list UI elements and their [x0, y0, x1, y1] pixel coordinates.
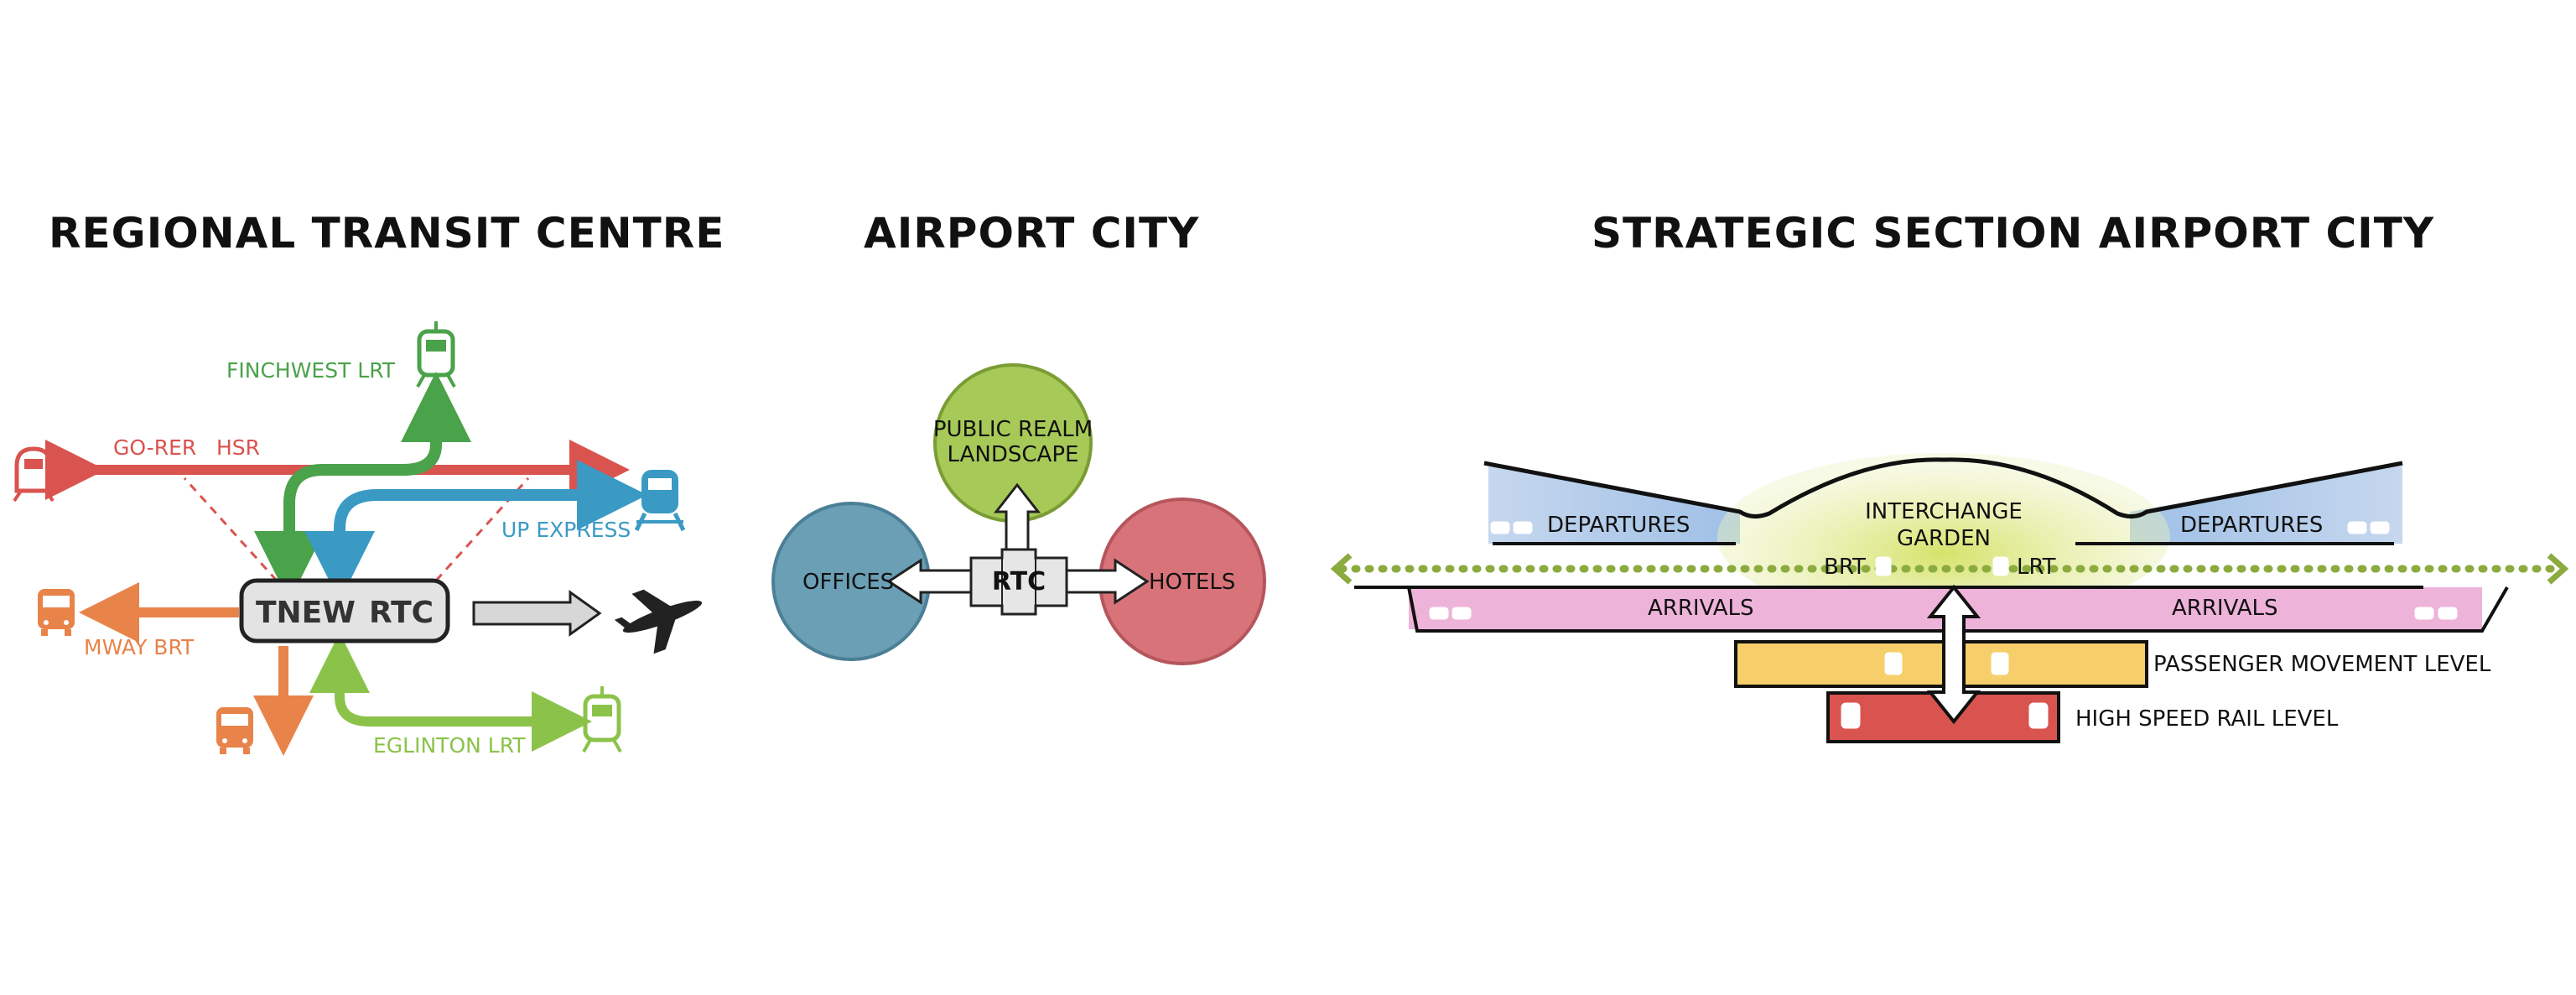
hsr-level-label: HIGH SPEED RAIL LEVEL: [2075, 706, 2339, 732]
panel-regional-transit-centre: REGIONAL TRANSIT CENTRE TNEW RTC: [13, 209, 724, 758]
passenger-level-label: PASSENGER MOVEMENT LEVEL: [2153, 652, 2491, 677]
arrow-to-hotels: [1065, 558, 1150, 605]
dashed-connector: [183, 477, 278, 582]
rtc-center-label: RTC: [992, 567, 1046, 596]
public-realm-label-1: PUBLIC REALM: [933, 417, 1093, 442]
eglinton-connector: [335, 663, 558, 727]
roof-line: [1483, 457, 2403, 518]
finchwest-connector: [283, 396, 442, 579]
dotted-arrow-left: [1330, 553, 1353, 585]
tnew-rtc-box: [239, 578, 450, 643]
train-icon: [582, 686, 622, 753]
mway-brt-label: MWAY BRT: [84, 635, 195, 659]
interchange-label-2: GARDEN: [1897, 526, 1991, 551]
up-express-connector: [334, 489, 616, 566]
rtc-title: REGIONAL TRANSIT CENTRE: [49, 209, 724, 258]
departures-right-label: DEPARTURES: [2180, 513, 2323, 538]
brt-label: BRT: [1824, 555, 1866, 580]
train-icon: [416, 321, 456, 388]
up-express-label: UP EXPRESS: [501, 518, 631, 542]
tnew-label: TNEW: [256, 596, 356, 630]
bus-icon: [38, 589, 75, 636]
finchwest-label: FINCHWEST LRT: [226, 358, 396, 383]
public-realm-label-2: LANDSCAPE: [948, 442, 1079, 467]
interchange-garden-zone: [1717, 453, 2170, 621]
go-rer-label: GO-RER: [113, 435, 196, 460]
plane-icon: [614, 589, 703, 654]
passenger-level-box: [1734, 640, 2148, 688]
departures-left-zone: [1488, 466, 1740, 544]
hotels-label: HOTELS: [1149, 570, 1235, 595]
dotted-arrow-right: [2547, 553, 2569, 585]
dashed-connector: [434, 477, 530, 582]
departures-left-label: DEPARTURES: [1547, 513, 1690, 538]
section-title: STRATEGIC SECTION AIRPORT CITY: [1592, 209, 2434, 258]
airport-city-title: AIRPORT CITY: [864, 209, 1199, 258]
lrt-label: LRT: [2017, 555, 2056, 580]
vertical-circulation-arrow: [1926, 584, 1981, 725]
arrivals-left-label: ARRIVALS: [1648, 596, 1753, 621]
eglinton-label: EGLINTON LRT: [373, 733, 526, 758]
interchange-label-1: INTERCHANGE: [1865, 499, 2023, 524]
rtc-label: RTC: [369, 596, 434, 630]
hsr-label: HSR: [216, 435, 260, 460]
arrivals-right-label: ARRIVALS: [2172, 596, 2277, 621]
train-icon: [13, 446, 55, 503]
panel-airport-city: AIRPORT CITY RTC PUBLIC REALM LANDSCAPE …: [771, 209, 1266, 665]
panel-strategic-section: STRATEGIC SECTION AIRPORT CITY: [1330, 209, 2569, 743]
train-icon: [634, 470, 686, 532]
offices-label: OFFICES: [802, 570, 894, 595]
departures-right-zone: [2130, 466, 2402, 544]
arrow-to-public-realm: [993, 482, 1041, 551]
bus-icon: [1429, 521, 2458, 729]
bus-icon: [216, 707, 253, 754]
arrow-to-offices: [886, 558, 973, 605]
airport-arrow: [472, 590, 602, 637]
